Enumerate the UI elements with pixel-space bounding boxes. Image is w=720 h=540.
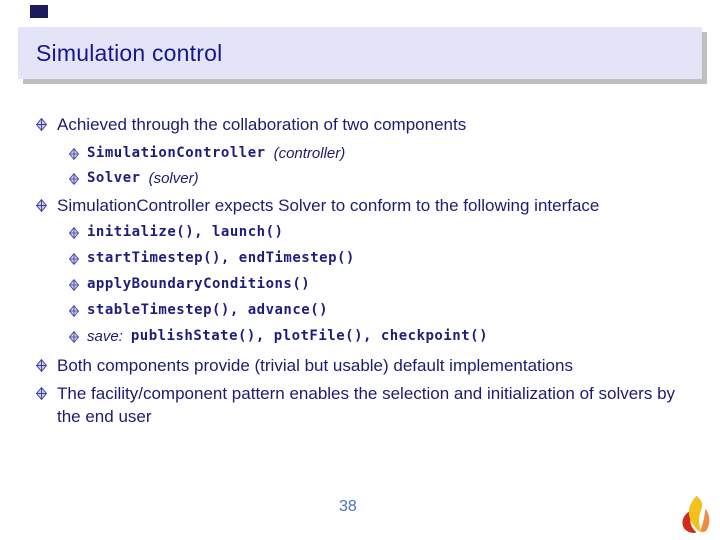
bullet-text: Achieved through the collaboration of tw… — [57, 115, 467, 134]
code-text: startTimestep(), endTimestep() — [87, 250, 355, 266]
diamond-bullet-icon — [69, 331, 79, 343]
sub-bullet-item: initialize(), launch() — [69, 224, 712, 241]
sub-bullet-item: Solver (solver) — [69, 170, 712, 187]
diamond-bullet-icon — [36, 118, 47, 131]
bullet-text: SimulationController expects Solver to c… — [57, 196, 600, 215]
code-text: initialize(), launch() — [87, 224, 284, 240]
code-text: SimulationController — [87, 145, 266, 161]
diamond-bullet-icon — [36, 359, 47, 372]
bullet-text: Both components provide (trivial but usa… — [57, 356, 573, 375]
diamond-bullet-icon — [69, 148, 79, 160]
page-title: Simulation control — [36, 39, 223, 66]
diamond-bullet-icon — [69, 227, 79, 239]
bullet-item: The facility/component pattern enables t… — [36, 382, 712, 428]
code-text: Solver — [87, 170, 141, 186]
code-text: publishState(), plotFile(), checkpoint() — [130, 328, 489, 344]
sub-bullet-item: startTimestep(), endTimestep() — [69, 250, 712, 267]
slide-body: Achieved through the collaboration of tw… — [36, 113, 712, 428]
bullet-item: SimulationController expects Solver to c… — [36, 194, 712, 217]
annotation-text: save: — [87, 328, 123, 345]
flame-logo-icon — [682, 495, 710, 534]
annotation-text: (controller) — [273, 145, 346, 162]
bullet-item: Achieved through the collaboration of tw… — [36, 113, 712, 136]
code-text: stableTimestep(), advance() — [87, 302, 329, 318]
diamond-bullet-icon — [69, 279, 79, 291]
diamond-bullet-icon — [36, 199, 47, 212]
diamond-bullet-icon — [69, 173, 79, 185]
sub-bullet-item: SimulationController (controller) — [69, 145, 712, 162]
bullet-text: The facility/component pattern enables t… — [57, 384, 676, 426]
diamond-bullet-icon — [69, 253, 79, 265]
bullet-item: Both components provide (trivial but usa… — [36, 354, 712, 377]
slide-title-bar: Simulation control — [18, 27, 702, 79]
sub-bullet-item: applyBoundaryConditions() — [69, 276, 712, 293]
annotation-text: (solver) — [148, 170, 199, 187]
sub-bullet-item: stableTimestep(), advance() — [69, 302, 712, 319]
code-text: applyBoundaryConditions() — [87, 276, 311, 292]
top-left-dark-marker — [30, 5, 48, 18]
page-number: 38 — [339, 498, 357, 515]
diamond-bullet-icon — [69, 305, 79, 317]
diamond-bullet-icon — [36, 387, 47, 400]
sub-bullet-item: save: publishState(), plotFile(), checkp… — [69, 328, 712, 345]
